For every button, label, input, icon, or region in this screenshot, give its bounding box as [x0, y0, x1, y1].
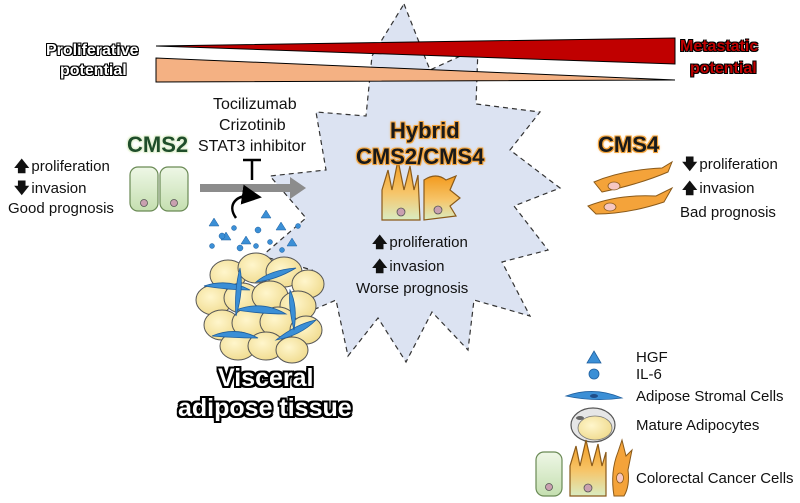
cms4-title: CMS4 — [598, 132, 660, 157]
drug-crizotinib: Crizotinib — [219, 117, 286, 134]
drug-tocilizumab: Tocilizumab — [213, 96, 297, 113]
transition-arrow — [200, 177, 306, 199]
cms4-prognosis: Bad prognosis — [680, 204, 776, 221]
cytokines — [208, 209, 301, 253]
cms2-invasion-text: invasion — [31, 180, 87, 197]
proliferative-label-line2: potential — [60, 62, 127, 79]
metastatic-wedge — [155, 37, 676, 65]
down-arrow-icon: 🡇 — [14, 180, 30, 197]
hybrid-invasion-text: invasion — [389, 258, 445, 275]
cms4-invasion: 🡅invasion — [682, 178, 754, 203]
down-arrow-icon: 🡇 — [682, 156, 698, 173]
hybrid-prognosis: Worse prognosis — [356, 280, 469, 297]
inhibition-symbol — [243, 158, 261, 180]
legend-il6-label: IL-6 — [636, 366, 662, 383]
up-arrow-icon: 🡅 — [682, 180, 698, 197]
hybrid-title-line1: Hybrid — [390, 118, 460, 143]
cms4-proliferation-text: proliferation — [699, 156, 778, 173]
legend-il6-icon — [588, 368, 600, 380]
drug-stat3-inhibitor: STAT3 inhibitor — [198, 138, 306, 155]
tissue-label-line1: Visceral — [218, 364, 314, 392]
legend-cancer-label: Colorectal Cancer Cells — [636, 470, 794, 487]
cms2-proliferation: 🡅proliferation — [14, 156, 110, 181]
legend-adipocyte-icon — [570, 407, 616, 443]
tissue-label-line2: adipose tissue — [178, 394, 352, 422]
cms4-cells — [587, 160, 674, 215]
cms2-invasion: 🡇invasion — [14, 178, 86, 203]
up-arrow-icon: 🡅 — [372, 234, 388, 251]
proliferative-wedge — [155, 57, 676, 83]
legend-cancer-icon — [535, 438, 633, 497]
legend-hgf-label: HGF — [636, 349, 668, 366]
cms4-invasion-text: invasion — [699, 180, 755, 197]
hybrid-invasion: 🡅invasion — [372, 256, 444, 281]
legend-hgf-icon — [586, 350, 602, 364]
cms2-prognosis: Good prognosis — [8, 200, 114, 217]
adipose-cluster — [195, 252, 325, 364]
cms4-proliferation: 🡇proliferation — [682, 154, 778, 179]
up-arrow-icon: 🡅 — [372, 258, 388, 275]
proliferative-label-line1: Proliferative — [46, 42, 139, 59]
hybrid-title-line2: CMS2/CMS4 — [356, 144, 485, 169]
hybrid-proliferation: 🡅proliferation — [372, 232, 468, 257]
metastatic-label-line2: potential — [690, 60, 757, 77]
secretion-arrow — [231, 184, 262, 219]
up-arrow-icon: 🡅 — [14, 158, 30, 175]
legend-stromal-label: Adipose Stromal Cells — [636, 388, 784, 405]
cms2-cells — [129, 166, 189, 212]
legend-stromal-icon — [564, 391, 624, 400]
metastatic-label-line1: Metastatic — [680, 38, 759, 55]
hybrid-proliferation-text: proliferation — [389, 234, 468, 251]
hybrid-cells — [381, 159, 461, 221]
legend-adipocyte-label: Mature Adipocytes — [636, 417, 760, 434]
cms2-proliferation-text: proliferation — [31, 158, 110, 175]
stromal-cells — [203, 267, 318, 341]
cms2-title: CMS2 — [127, 132, 189, 157]
